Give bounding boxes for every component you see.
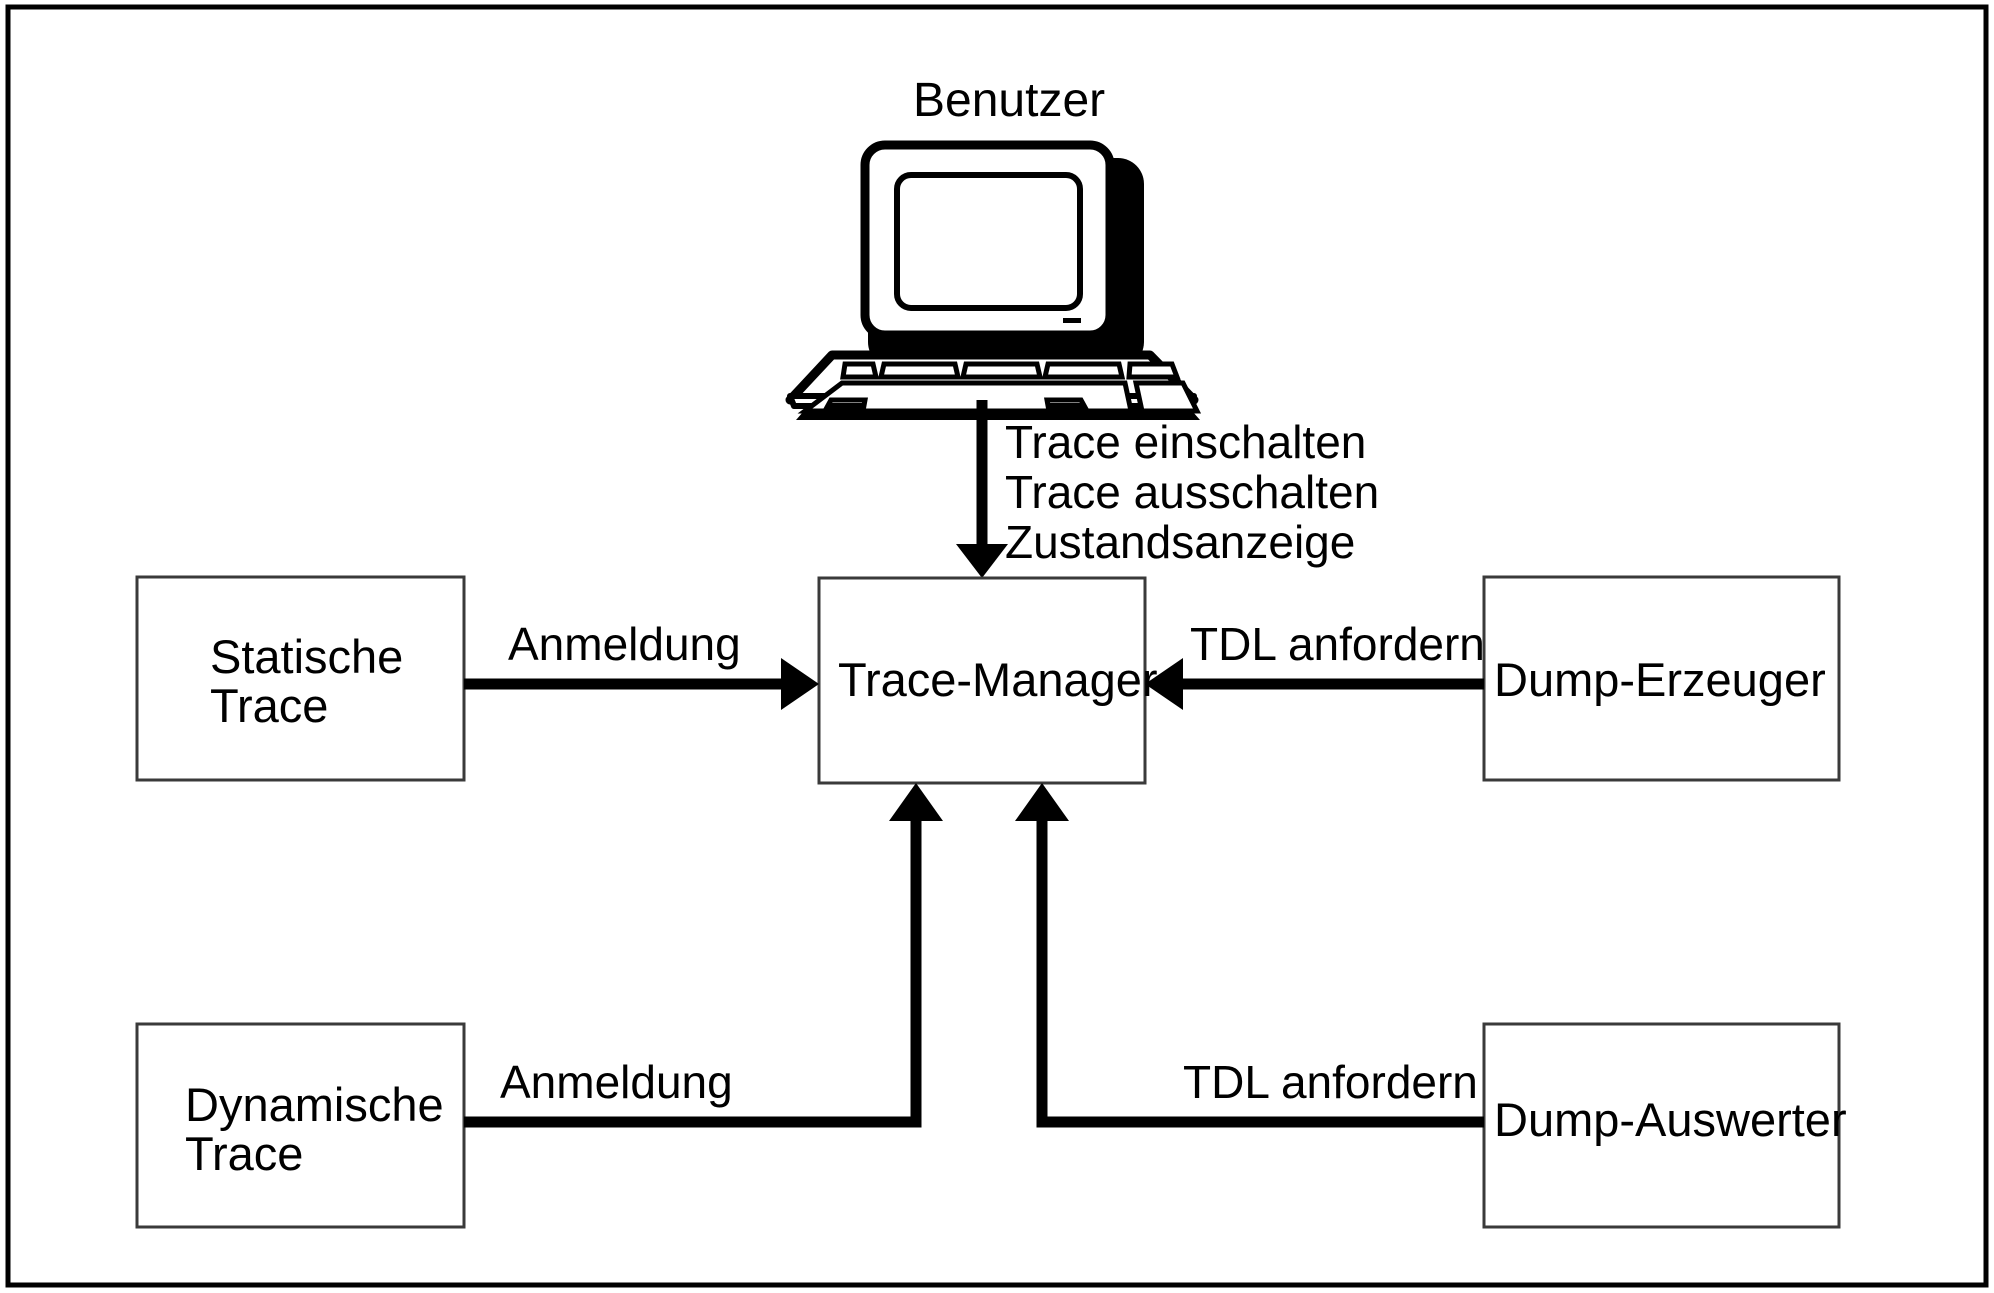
command-trace-off: Trace ausschalten: [1005, 466, 1380, 518]
monitor-indicator: [1063, 318, 1081, 323]
node-box-dump-erzeuger: [1482, 575, 1841, 782]
node-label-dump-erzeuger: Dump-Erzeuger: [1494, 653, 1826, 706]
keyboard-key-group: [840, 361, 880, 380]
keyboard-key-group: [1126, 361, 1181, 380]
node-box-trace-manager: [817, 576, 1147, 785]
edge-user-to-manager: [956, 400, 1008, 578]
command-trace-on: Trace einschalten: [1005, 416, 1367, 468]
edge-statische-to-manager: [464, 658, 819, 710]
page-frame: [5, 4, 1989, 1288]
monitor-screen: [894, 172, 1083, 311]
edge-label-anmeldung-static: Anmeldung: [508, 618, 741, 670]
edge-label-anmeldung-dynamic: Anmeldung: [500, 1056, 733, 1108]
keyboard-key-group: [959, 361, 1044, 380]
edge-dynamische-to-manager: [464, 783, 943, 1128]
keyboard-numpad-block: [1132, 380, 1202, 414]
edge-label-tdl-erzeuger: TDL anfordern: [1190, 618, 1485, 670]
keyboard-main-block: [797, 380, 1135, 414]
edge-auswerter-to-manager: [1015, 783, 1484, 1128]
actor-title: Benutzer: [913, 74, 1106, 127]
edge-erzeuger-to-manager: [1145, 658, 1484, 710]
node-label-trace-manager: Trace-Manager: [838, 653, 1158, 706]
node-box-dynamische-trace: [135, 1022, 466, 1229]
node-label-dump-auswerter: Dump-Auswerter: [1494, 1093, 1847, 1146]
node-label-statische-trace: Statische Trace: [210, 630, 404, 733]
edge-label-tdl-auswerter: TDL anfordern: [1183, 1056, 1478, 1108]
desktop-computer-icon: [785, 140, 1202, 420]
command-status-display: Zustandsanzeige: [1005, 516, 1356, 568]
keyboard-key-group: [1041, 361, 1126, 380]
node-box-dump-auswerter: [1482, 1022, 1841, 1229]
keyboard-key-group: [877, 361, 962, 380]
node-label-dynamische-trace: Dynamische Trace: [185, 1078, 444, 1181]
node-box-statische-trace: [135, 575, 466, 782]
